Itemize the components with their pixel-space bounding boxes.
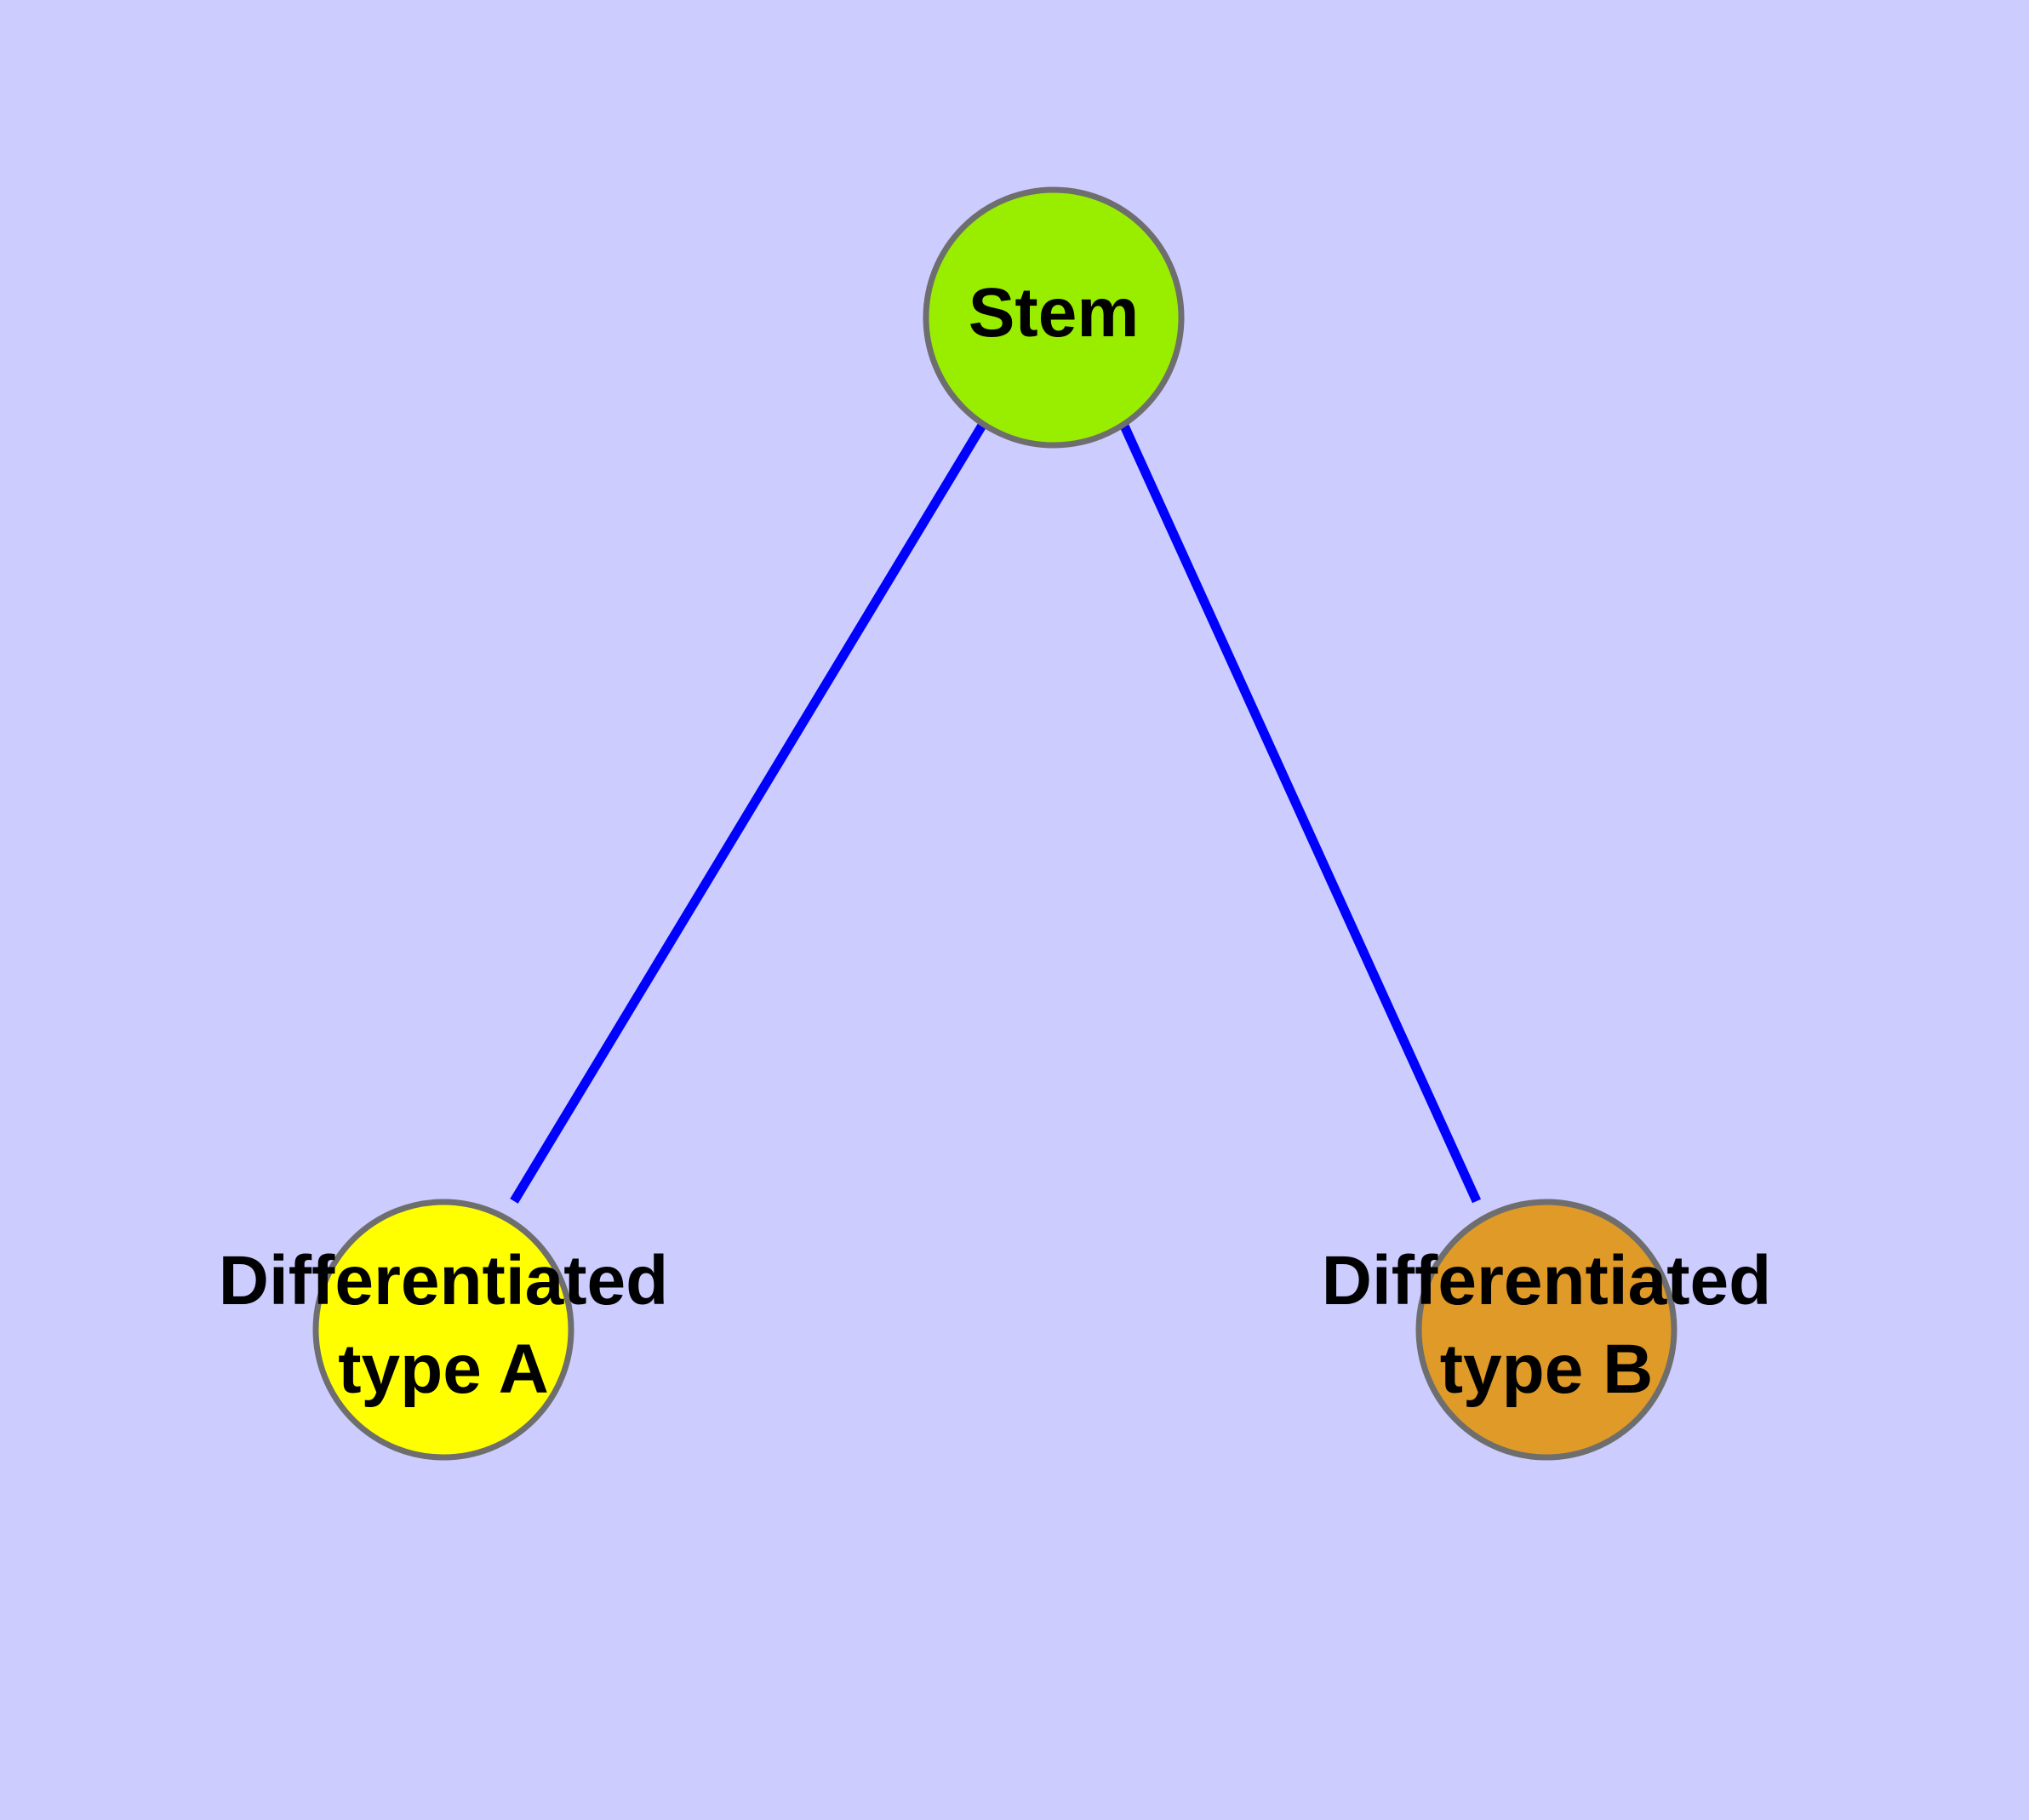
nodes-layer (312, 186, 1677, 1461)
graph-node-diff-a[interactable] (312, 1199, 574, 1461)
graph-edge-stem-to-diff-a[interactable] (510, 421, 987, 1204)
graph-edge-stem-to-diff-b[interactable] (1118, 421, 1482, 1204)
graph-node-stem[interactable] (923, 186, 1185, 449)
graph-node-diff-b[interactable] (1415, 1199, 1677, 1461)
edges-layer (510, 421, 1482, 1204)
